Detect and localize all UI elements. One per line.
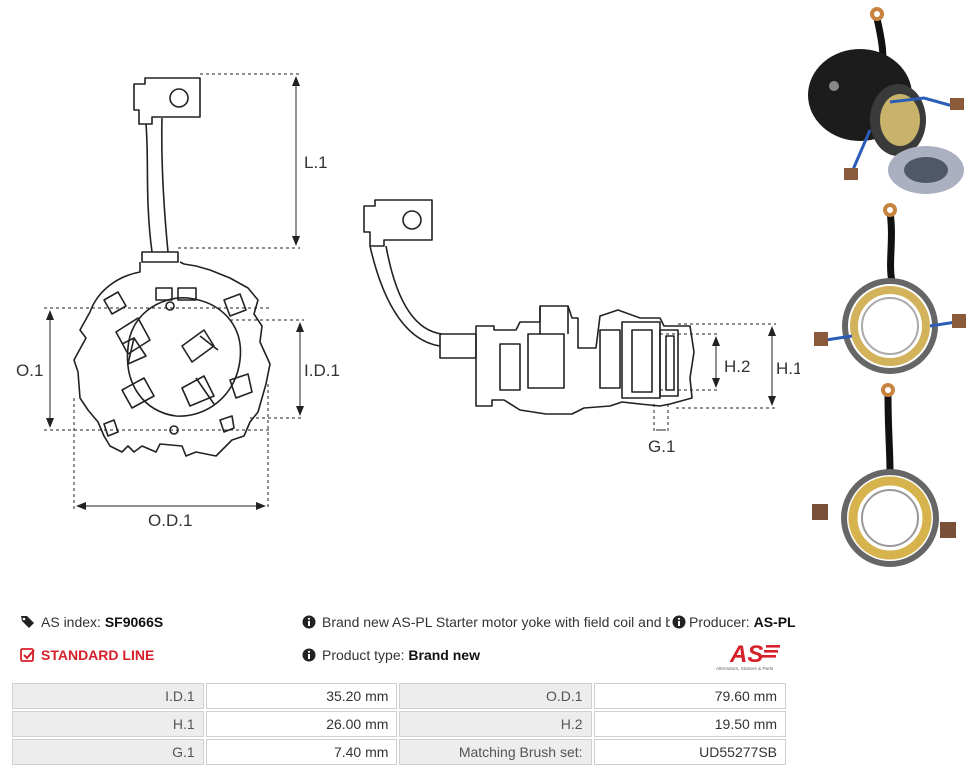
spec-label: I.D.1	[12, 683, 204, 709]
check-square-icon	[20, 648, 35, 662]
label-id1: I.D.1	[304, 361, 340, 380]
as-index-value: SF9066S	[104, 614, 164, 630]
product-photo-yoke	[808, 7, 964, 194]
brush-plate-outline	[73, 261, 271, 457]
product-photo-brush-plate	[814, 203, 966, 374]
label-g1: G.1	[648, 437, 675, 456]
standard-line-badge: STANDARD LINE	[20, 647, 154, 663]
spec-value: 26.00 mm	[205, 711, 398, 737]
spec-label: G.1	[12, 739, 204, 765]
product-type-label: Product type:	[322, 647, 405, 663]
spec-value: 79.60 mm	[593, 683, 786, 709]
tags-icon	[21, 616, 34, 628]
info-circle-icon	[302, 648, 316, 662]
as-index-label: AS index:	[41, 614, 101, 630]
label-l1: L.1	[304, 153, 328, 172]
description-text: Brand new AS-PL Starter motor yoke with …	[322, 614, 670, 630]
specs-table: I.D.1 35.20 mm O.D.1 79.60 mm H.1 26.00 …	[10, 681, 788, 767]
spec-value[interactable]: UD55277SB	[593, 739, 786, 765]
product-photos	[808, 7, 966, 567]
info-circle-icon	[672, 615, 686, 629]
label-h2: H.2	[724, 357, 750, 376]
table-row: G.1 7.40 mm Matching Brush set: UD55277S…	[12, 739, 786, 765]
info-circle-icon	[302, 615, 316, 629]
producer-label: Producer:	[689, 614, 750, 630]
table-row: I.D.1 35.20 mm O.D.1 79.60 mm	[12, 683, 786, 709]
spec-label: Matching Brush set:	[399, 739, 592, 765]
product-type: Product type: Brand new	[301, 647, 480, 663]
spec-value: 35.20 mm	[205, 683, 398, 709]
spec-value: 19.50 mm	[593, 711, 786, 737]
spec-label: H.1	[12, 711, 204, 737]
svg-text:Alternators, Starters & Parts: Alternators, Starters & Parts	[716, 666, 774, 671]
label-od1: O.D.1	[148, 511, 192, 530]
terminal-lug	[133, 77, 201, 125]
side-profile-outline	[475, 305, 695, 415]
svg-text:AS: AS	[729, 641, 763, 668]
technical-drawing: L.1 O.1 I.D.1 O.D.1 H.2 H.1 G.1	[16, 73, 800, 530]
as-pl-logo: AS Alternators, Starters & Parts	[716, 641, 780, 671]
cable	[145, 117, 169, 253]
producer-value: AS-PL	[753, 614, 796, 630]
label-h1: H.1	[776, 359, 800, 378]
product-description: Brand new AS-PL Starter motor yoke with …	[301, 614, 670, 630]
table-row: H.1 26.00 mm H.2 19.50 mm	[12, 711, 786, 737]
spec-label: O.D.1	[399, 683, 592, 709]
product-photo-brush-plate-alt	[812, 383, 956, 567]
as-index: AS index: SF9066S	[20, 614, 163, 630]
producer: Producer: AS-PL	[671, 614, 796, 630]
standard-line-label: STANDARD LINE	[41, 647, 155, 663]
spec-label: H.2	[399, 711, 592, 737]
spec-value: 7.40 mm	[205, 739, 398, 765]
product-type-value: Brand new	[408, 647, 480, 663]
label-o1: O.1	[16, 361, 43, 380]
